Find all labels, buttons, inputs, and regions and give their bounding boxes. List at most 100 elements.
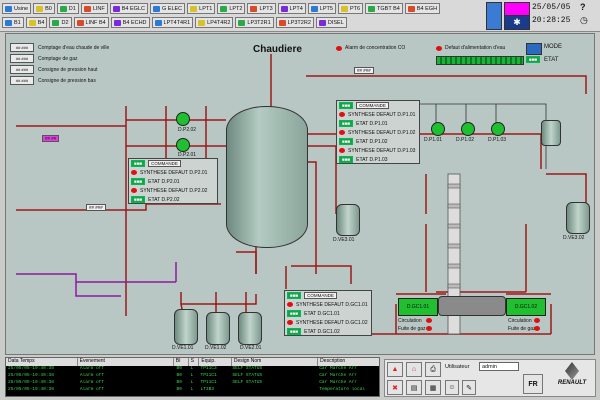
nav-button-label: B1 — [14, 19, 21, 26]
nav-button[interactable]: TGBT B4 — [365, 3, 403, 14]
separator-tank[interactable] — [541, 120, 561, 146]
co-alarm[interactable]: Alarm de concentration CO — [336, 45, 405, 51]
building-icon — [28, 19, 36, 26]
document-icon[interactable]: ▤ — [406, 380, 422, 395]
expansion-tank-ve302[interactable] — [566, 202, 590, 234]
status-label: Fuite de gaz — [508, 326, 536, 332]
snowflake-icon[interactable]: ✱ — [504, 15, 530, 30]
nav-button[interactable]: LPT5 — [307, 3, 336, 14]
nav-button[interactable]: LINF B4 — [73, 17, 109, 28]
fault-light-icon — [287, 302, 293, 307]
gas-leak-light-icon — [534, 326, 540, 333]
status-label: Circulation — [508, 318, 532, 324]
nav-button[interactable]: G ELEC — [149, 3, 186, 14]
status-text: ETAT D.P2.02 — [148, 196, 180, 203]
table-cell: Temperature local — [319, 387, 366, 392]
home-icon[interactable]: ⌂ — [406, 362, 422, 377]
nav-button[interactable]: B4 — [25, 17, 48, 28]
value-tag: ## ### — [86, 204, 106, 211]
building-icon — [238, 19, 246, 26]
alarm-stop-icon[interactable]: ✖ — [387, 380, 403, 395]
building-icon — [190, 5, 198, 12]
nav-button[interactable]: LPT4T4R1 — [151, 17, 194, 28]
nav-button[interactable]: LP3T2R1 — [235, 17, 274, 28]
table-cell: TP11C1 — [200, 373, 217, 378]
nav-button[interactable]: DISEL — [315, 17, 347, 28]
fault-light-icon — [339, 130, 345, 135]
water-feed-alarm-label: Defaut d'alimentation d'eau — [445, 45, 506, 51]
pump-icon[interactable] — [431, 122, 445, 136]
print-icon[interactable]: ⎙ — [425, 362, 441, 377]
boiler-tank[interactable] — [226, 106, 308, 248]
chart-icon[interactable]: ▦ — [425, 380, 441, 395]
nav-button-label: LP3T2R1 — [247, 19, 271, 26]
language-button[interactable]: FR — [523, 374, 543, 394]
status-indicator-blue — [486, 2, 502, 30]
tank-label: D.VE1.02 — [205, 345, 227, 351]
pump-label: D.P2.01 — [178, 152, 197, 158]
building-icon — [280, 5, 288, 12]
legend-label: Consigne de pression haut — [38, 66, 98, 73]
nav-button[interactable]: PT6 — [337, 3, 364, 14]
nav-button[interactable]: D2 — [49, 17, 72, 28]
nav-button[interactable]: LPT1 — [187, 3, 216, 14]
user-field[interactable]: admin — [479, 362, 519, 371]
pump-icon[interactable] — [491, 122, 505, 136]
tank-ve201[interactable] — [238, 312, 262, 345]
water-feed-alarm[interactable]: Defaut d'alimentation d'eau — [436, 45, 505, 51]
nav-button[interactable]: LP4T4R2 — [195, 17, 234, 28]
fault-light-icon — [131, 188, 137, 193]
help-icon[interactable]: ? — [580, 2, 586, 12]
login-icon[interactable]: ☺ — [445, 380, 459, 395]
nav-button[interactable]: B1 — [2, 17, 24, 28]
table-cell: 25/05/05-19:40:38 — [8, 380, 54, 385]
nav-button[interactable]: LP3T2R2 — [275, 17, 314, 28]
burner-gc101[interactable]: D.GC1.01 — [398, 298, 438, 316]
table-cell: Alarm off — [79, 373, 105, 378]
nav-button[interactable]: B4 EGLC — [109, 3, 148, 14]
building-icon — [112, 5, 120, 12]
nav-button[interactable]: LINF — [80, 3, 108, 14]
pump-icon[interactable] — [176, 138, 190, 152]
nav-button-label: Usine — [14, 5, 29, 12]
settings-icon[interactable]: ✎ — [462, 380, 476, 395]
pump-label: D.P2.02 — [178, 127, 197, 133]
date-display: 25/05/05 — [532, 3, 571, 12]
nav-button[interactable]: B4 ECHD — [110, 17, 150, 28]
burner-gc102[interactable]: D.GC1.02 — [506, 298, 546, 316]
command-tag[interactable]: ■■■ — [131, 160, 146, 167]
tank-ve101[interactable] — [174, 309, 198, 345]
nav-button[interactable]: LPT4 — [277, 3, 306, 14]
expansion-tank-ve301[interactable] — [336, 204, 360, 236]
nav-button[interactable]: LPT3 — [247, 3, 276, 14]
circulation-light-icon — [426, 318, 432, 325]
brand-logo: RENAULT — [551, 362, 593, 395]
nav-button-label: LPT2 — [229, 5, 243, 12]
building-icon — [318, 19, 326, 26]
command-tag[interactable]: ■■■ — [287, 292, 302, 299]
tank-ve102[interactable] — [206, 312, 230, 345]
command-tag[interactable]: ■■■ — [339, 102, 354, 109]
acknowledge-icon[interactable]: ▲ — [387, 362, 403, 377]
status-text: SYNTHESE DEFAUT D.P2.01 — [140, 169, 208, 176]
fault-light-icon — [131, 170, 137, 175]
pump-icon[interactable] — [176, 112, 190, 126]
mode-icon[interactable] — [526, 43, 542, 55]
nav-button-label: B4 EGH — [416, 5, 438, 12]
nav-button[interactable]: LPT2 — [217, 3, 246, 14]
nav-button-label: LPT3 — [259, 5, 273, 12]
legend-label: Comptage de gaz — [38, 55, 78, 62]
nav-button-label: LPT5 — [319, 5, 333, 12]
tank-label: D.VE3.01 — [333, 237, 355, 243]
nav-button[interactable]: D1 — [56, 3, 79, 14]
nav-button[interactable]: Usine — [2, 3, 32, 14]
nav-button[interactable]: B0 — [33, 3, 55, 14]
alarm-log-table[interactable]: Data Temps Evenement BI S Equip. Design … — [5, 357, 380, 397]
pump-p2-control-panel: ■■■COMMANDE SYNTHESE DEFAUT D.P2.01 ■■■E… — [128, 158, 218, 204]
pump-icon[interactable] — [461, 122, 475, 136]
nav-button[interactable]: B4 EGH — [404, 3, 441, 14]
